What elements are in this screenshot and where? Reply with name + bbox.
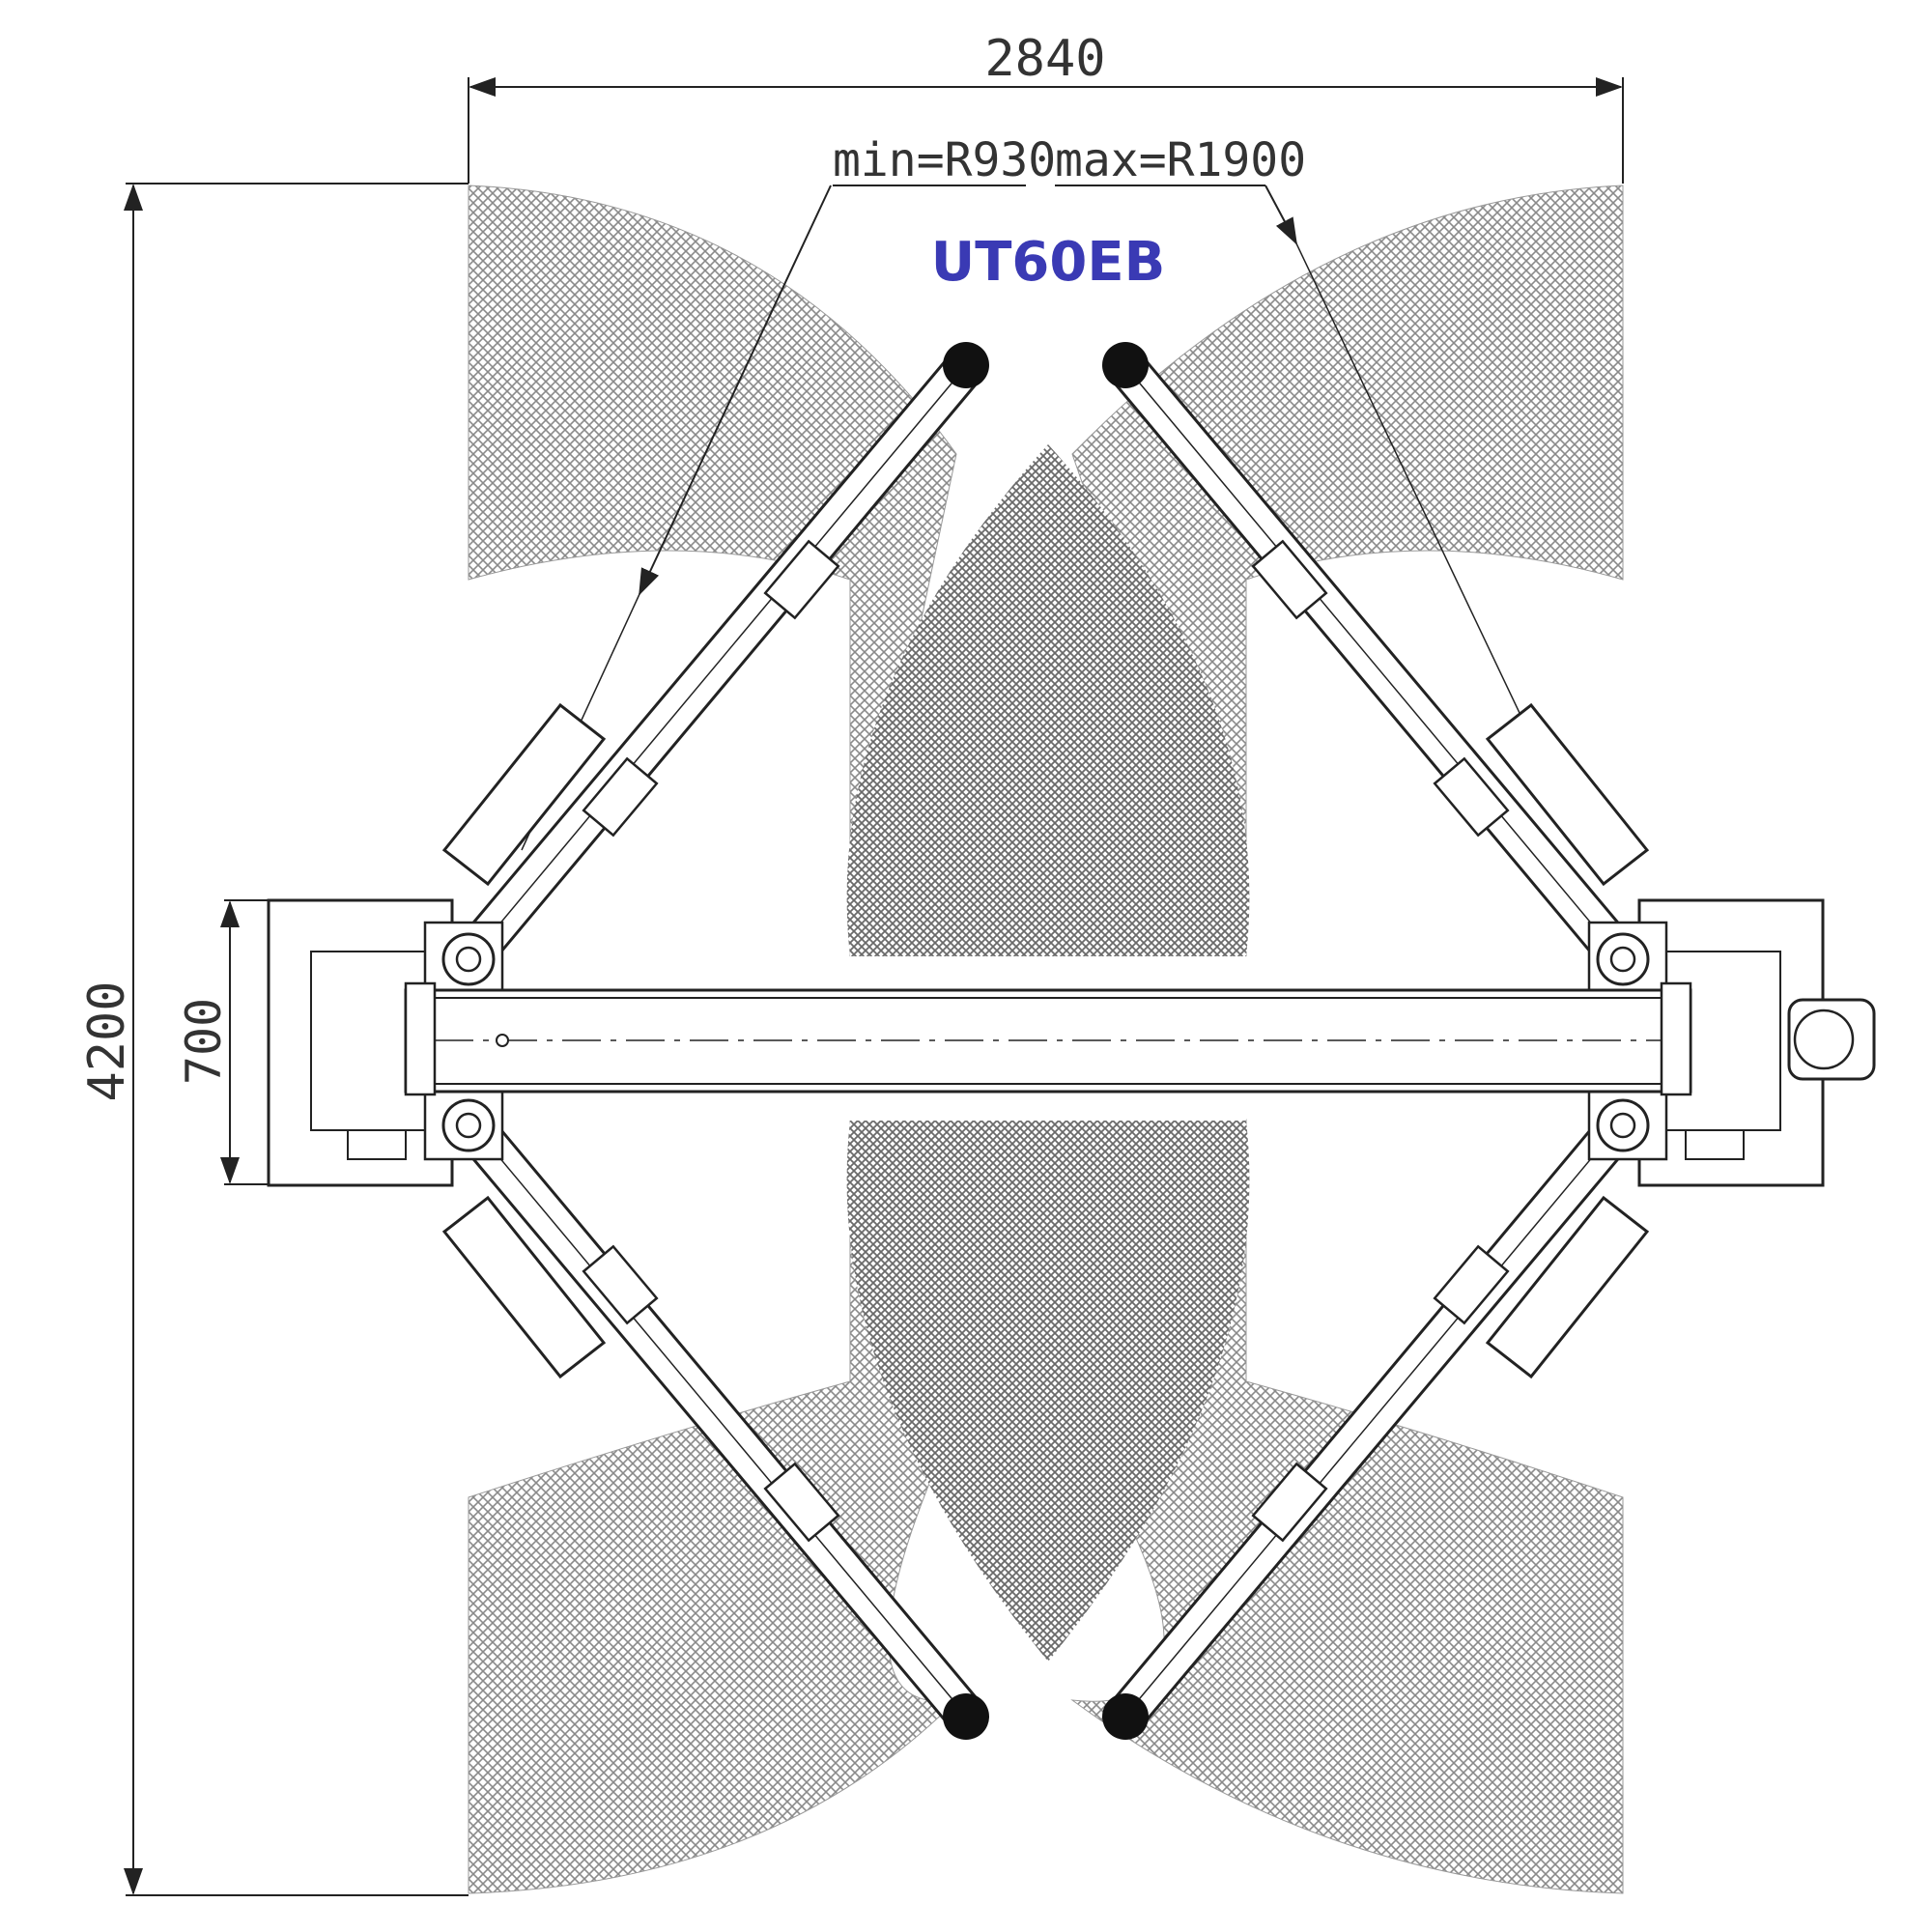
arm-top-left (441, 342, 989, 979)
arm-pad-top-left (943, 342, 989, 388)
overall-width-label: 2840 (984, 30, 1105, 88)
model-label: UT60EB (931, 231, 1166, 294)
arm-bottom-left (441, 1103, 989, 1740)
overall-length-label: 4200 (78, 980, 136, 1101)
column-right (1587, 898, 1876, 1187)
radius-annotations: min=R930 max=R1900 (521, 133, 1595, 870)
arm-top-right (1102, 342, 1650, 979)
arm-bottom-right (1102, 1103, 1650, 1740)
min-radius-label: min=R930 (833, 133, 1056, 187)
crossbeam (404, 981, 1692, 1096)
dimension-overall-length: 4200 (78, 183, 469, 1896)
overlap-zone-top (846, 444, 1250, 956)
arm-pad-top-right (1102, 342, 1149, 388)
dimension-overall-width: 2840 (468, 30, 1624, 184)
arm-swing-zones (468, 185, 1624, 1894)
arm-pad-bottom-right (1102, 1693, 1149, 1740)
overlap-zone-bottom (846, 1121, 1250, 1662)
lift-arms (441, 342, 1650, 1740)
column-depth-label: 700 (176, 998, 232, 1085)
dimension-column-depth: 700 (176, 899, 290, 1185)
arm-pad-bottom-left (943, 1693, 989, 1740)
max-radius-label: max=R1900 (1055, 133, 1306, 187)
swing-zone-top-left (468, 185, 957, 957)
